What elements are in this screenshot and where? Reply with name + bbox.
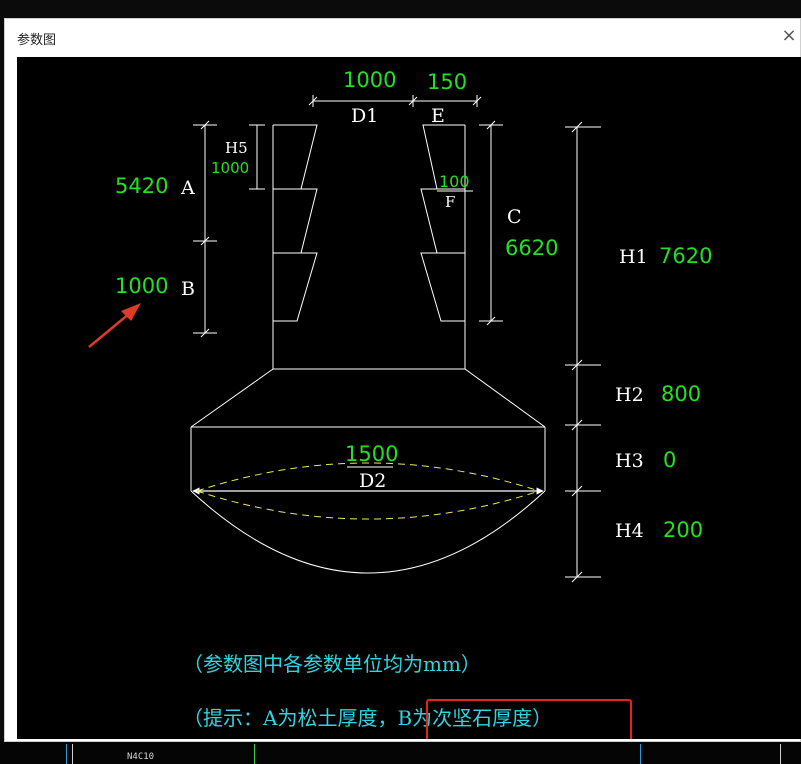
hint-highlight: B为次坚石厚度） (397, 706, 552, 730)
label-f: F (445, 193, 455, 211)
background-strip (0, 742, 801, 764)
value-d1: 1000 (343, 68, 396, 92)
hint-note: （提示：A为松土厚度，B为次坚石厚度） (183, 706, 552, 730)
dialog-titlebar: 参数图 × (5, 19, 800, 55)
value-h5: 1000 (211, 159, 249, 177)
parameter-diagram-canvas: 1000 D1 150 E (17, 57, 801, 739)
label-h3: H3 (615, 450, 644, 472)
parameter-dialog: 参数图 × 1000 D1 150 E (4, 18, 801, 742)
label-e: E (431, 105, 445, 127)
hint-prefix: （提示：A为松土厚度， (183, 706, 397, 730)
shaft-body (190, 124, 546, 574)
dimension-h1-h4 (565, 121, 601, 583)
dimension-c (479, 120, 503, 326)
label-d1: D1 (351, 105, 378, 127)
label-d2: D2 (359, 470, 386, 492)
label-h2: H2 (615, 384, 644, 406)
label-a: A (180, 177, 195, 199)
label-h5: H5 (225, 139, 248, 157)
value-h3: 0 (663, 448, 676, 472)
highlight-box (426, 699, 632, 739)
dialog-title: 参数图 (17, 33, 57, 48)
dimension-h5 (249, 124, 265, 190)
unit-note: （参数图中各参数单位均为mm） (183, 652, 481, 676)
close-icon[interactable]: × (781, 25, 797, 46)
value-e: 150 (427, 70, 467, 94)
dimension-a-b (193, 120, 217, 338)
value-h2: 800 (661, 382, 701, 406)
label-c: C (507, 206, 522, 228)
label-b: B (181, 278, 195, 300)
parameter-diagram: 1000 D1 150 E (88, 68, 712, 730)
label-h1: H1 (619, 246, 648, 268)
value-b: 1000 (115, 274, 168, 298)
value-d2: 1500 (345, 442, 398, 466)
edge-line (254, 744, 255, 764)
value-c: 6620 (505, 236, 558, 260)
dimension-d1-e (308, 95, 482, 107)
edge-line (72, 744, 73, 764)
edge-line (640, 744, 641, 764)
taskbar-label: N4C10 (127, 752, 155, 762)
value-h4: 200 (663, 518, 703, 542)
edge-line (780, 744, 781, 764)
label-h4: H4 (615, 520, 644, 542)
red-arrow-icon (88, 303, 141, 348)
dashed-arcs (196, 462, 540, 520)
value-h1: 7620 (659, 244, 712, 268)
edge-line (66, 744, 67, 764)
value-f: 100 (439, 172, 470, 191)
value-a: 5420 (115, 174, 168, 198)
